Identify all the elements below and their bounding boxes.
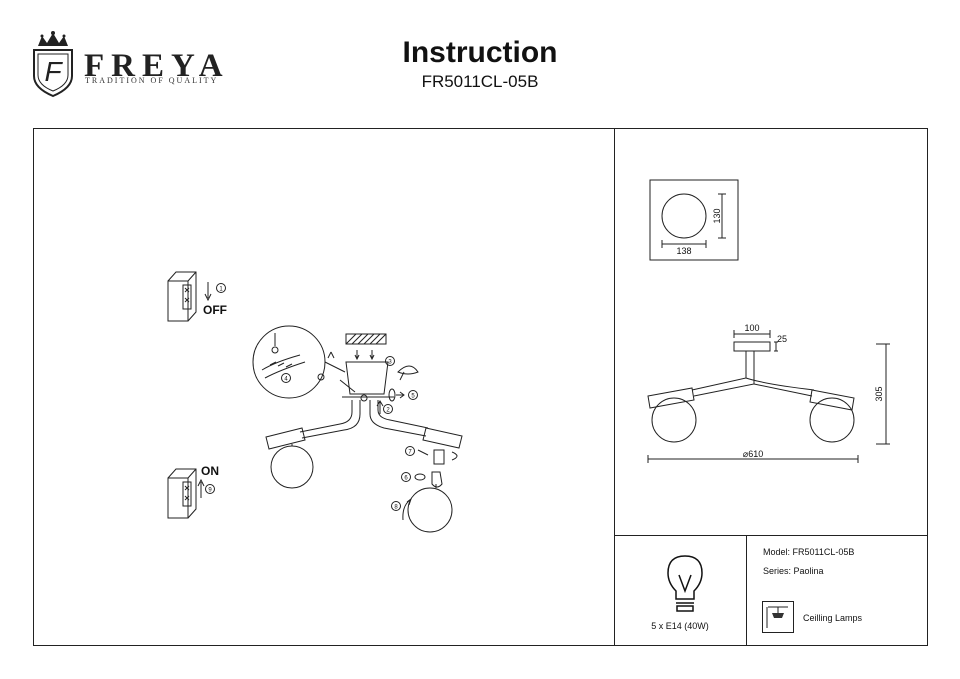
product-category: Ceilling Lamps	[803, 613, 863, 623]
column-divider	[614, 128, 615, 646]
ceiling-lamp-category-icon	[762, 601, 794, 633]
canopy-height-label: 25	[777, 334, 787, 344]
wall-switch-on-icon	[167, 468, 215, 519]
step-5-number: 5	[411, 394, 415, 400]
canopy-width-label: 100	[744, 323, 759, 333]
shade-detail-box	[649, 179, 739, 261]
lamp-arms-icon	[265, 394, 463, 489]
lamp-side-view	[647, 341, 855, 443]
total-diameter-label: ⌀610	[743, 449, 763, 459]
bulb-icon	[667, 555, 703, 612]
step-2-number: 2	[386, 408, 390, 414]
step-1-number: 1	[219, 287, 223, 293]
bulb-install-icon	[391, 446, 458, 533]
shade-height-label: 130	[712, 208, 722, 223]
brand-tagline: TRADITION OF QUALITY	[85, 76, 219, 85]
product-model: Model: FR5011CL-05B	[763, 547, 855, 557]
step-9-number: 9	[208, 488, 212, 494]
step-off-label: OFF	[203, 303, 227, 317]
info-divider	[614, 535, 928, 536]
screwdriver-icon	[397, 365, 419, 381]
product-series: Series: Paolina	[763, 566, 824, 576]
shade-width-label: 138	[676, 246, 691, 256]
brand-name: FREYA	[84, 48, 230, 84]
brand-logo: F FREYA TRADITION OF QUALITY	[28, 30, 238, 100]
ceiling-mount-icon	[342, 333, 395, 398]
step-6-number: 6	[404, 476, 408, 482]
bulb-spec: 5 x E14 (40W)	[651, 621, 709, 631]
model-code: FR5011CL-05B	[421, 72, 539, 91]
crest-icon: F	[33, 31, 73, 98]
dimension-drawing: 138 130 100 25 ⌀610 305	[647, 179, 890, 463]
svg-text:F: F	[44, 56, 63, 87]
step-on-label: ON	[201, 464, 219, 478]
instruction-frame	[33, 128, 928, 646]
wire-detail-icon	[252, 325, 356, 399]
step-3-number: 3	[388, 360, 392, 366]
step-8-number: 8	[394, 505, 398, 511]
info-column-divider	[746, 535, 747, 646]
wall-switch-off-icon	[167, 271, 226, 322]
page-title: Instruction	[402, 36, 558, 69]
step-7-number: 7	[408, 450, 412, 456]
step-4-number: 4	[284, 377, 288, 383]
total-height-label: 305	[874, 386, 884, 401]
shade-icon	[661, 193, 707, 239]
